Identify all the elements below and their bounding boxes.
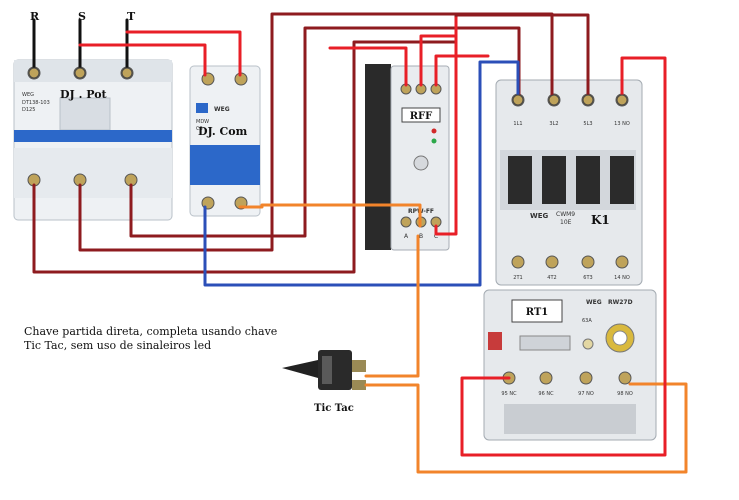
phase-label-r: R — [30, 10, 40, 23]
caption-line-2: Tic Tac, sem uso de sinaleiros led — [24, 339, 212, 352]
wire-switch-orange-1 — [364, 234, 420, 378]
overload-relay-brand: WEG — [586, 299, 602, 306]
relay-led-green — [431, 138, 437, 144]
overload-terminal-98: 98 NO — [617, 391, 633, 397]
terminal-overlays — [28, 67, 628, 106]
contactor-top-terminal-2: 3L2 — [549, 121, 558, 127]
switch-label: Tic Tac — [314, 403, 354, 414]
relay-terminal-b: B — [419, 233, 423, 240]
wire-l3-out — [129, 26, 521, 238]
contactor-submodel: 10E — [560, 219, 572, 226]
contactor-bottom-terminal-4: 14 NO — [614, 275, 630, 281]
contactor-top-terminal-3: 5L3 — [583, 121, 592, 127]
overload-relay: RT1 WEG RW27D 63A 95 NC 96 NC 97 NO 98 N… — [483, 289, 657, 441]
contactor: WEG CWM9 10E K1 1L1 3L2 5L3 13 NO 2T1 4T… — [495, 79, 643, 286]
breaker-power-label: DJ . Pot — [60, 88, 108, 101]
overload-terminal-97: 97 NO — [578, 391, 594, 397]
contactor-bottom-terminal-1: 2T1 — [513, 275, 522, 281]
overload-terminal-95: 95 NC — [501, 391, 517, 397]
breaker-handle — [14, 130, 172, 142]
wire-relay-c — [434, 54, 490, 87]
overload-relay-label: RT1 — [526, 307, 549, 318]
phase-relay-label: RFF — [410, 111, 433, 122]
contactor-label: K1 — [591, 213, 610, 227]
wire-relay-b — [419, 34, 458, 87]
wire-command-feed-1 — [78, 43, 207, 77]
phase-relay: RFF RPW-FF A B C — [365, 64, 450, 251]
wire-command-feed-2 — [125, 30, 242, 77]
command-breaker-handle — [190, 145, 260, 185]
switch-lever-icon — [282, 360, 318, 378]
wires — [32, 12, 688, 474]
wire-l1-out — [32, 13, 590, 274]
overload-relay-model: RW27D — [608, 299, 633, 306]
breaker-power-rating: D125 — [22, 107, 35, 113]
breaker-command-model: MDW — [196, 119, 209, 125]
phase-label-s: S — [78, 10, 86, 23]
breaker-command-rating: C6 — [196, 126, 203, 132]
overload-reset-button — [488, 332, 502, 350]
contactor-brand: WEG — [530, 212, 549, 220]
phase-label-t: T — [127, 10, 136, 23]
wire-command-orange — [238, 203, 422, 228]
command-breaker: WEG MDW C6 DJ. Com — [189, 65, 261, 217]
contactor-top-terminal-1: 1L1 — [513, 121, 522, 127]
relay-terminal-a: A — [404, 233, 409, 240]
contactor-bottom-terminal-3: 6T3 — [583, 275, 592, 281]
wire-coil-blue — [203, 60, 520, 287]
contactor-top-terminal-4: 13 NO — [614, 121, 630, 127]
wire-relay-out — [434, 16, 458, 236]
wire-relay-a — [328, 46, 408, 87]
wire-switch-orange-2 — [364, 382, 688, 474]
wire-overload-loop — [460, 56, 667, 457]
power-breaker: WEG DT138-103 D125 DJ . Pot — [13, 59, 173, 221]
wire-l2-out — [78, 12, 554, 252]
contactor-model: CWM9 — [556, 211, 575, 218]
breaker-power-model: DT138-103 — [22, 100, 50, 106]
contactor-bottom-terminal-2: 4T2 — [547, 275, 556, 281]
tic-tac-switch: Tic Tac — [282, 350, 366, 414]
breaker-command-brand: WEG — [214, 106, 230, 113]
breaker-power-brand: WEG — [22, 92, 34, 98]
caption-line-1: Chave partida direta, completa usando ch… — [24, 325, 278, 338]
overload-relay-range: 63A — [582, 318, 592, 324]
relay-terminal-c: C — [434, 233, 438, 240]
breaker-command-label: DJ. Com — [198, 125, 248, 138]
overload-terminal-96: 96 NC — [538, 391, 554, 397]
relay-led-red — [431, 128, 437, 134]
diagram-caption: Chave partida direta, completa usando ch… — [24, 325, 277, 353]
